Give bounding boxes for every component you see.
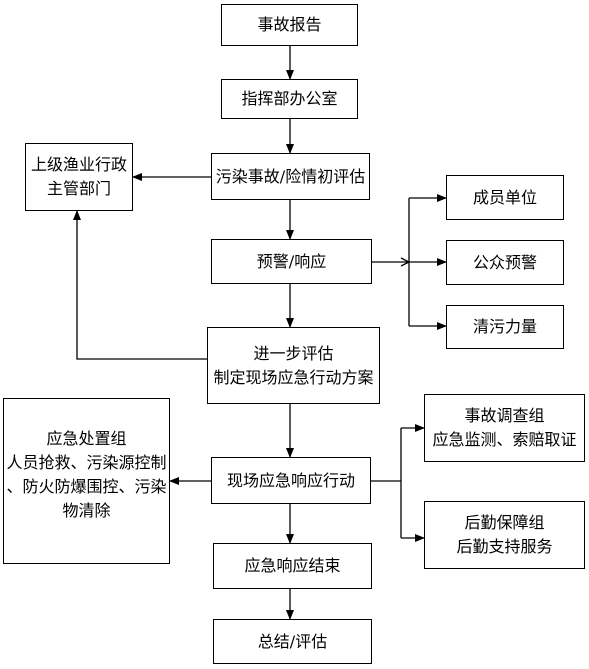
- box-superior-line2: 主管部门: [46, 179, 111, 198]
- box-logistics-line2: 后勤支持服务: [456, 537, 553, 556]
- box-public-warning: 公众预警: [446, 240, 564, 285]
- box-member-units: 成员单位: [446, 175, 564, 220]
- box-superior-line1: 上级渔业行政: [30, 155, 127, 174]
- box-initial-assessment: 污染事故/险情初评估: [211, 153, 370, 200]
- box-investigation-line1: 事故调查组: [464, 406, 545, 425]
- box-investigation-line2: 应急监测、索赔取证: [432, 430, 577, 449]
- box-response-end: 应急响应结束: [213, 543, 372, 589]
- box-command-office: 指挥部办公室: [221, 79, 358, 119]
- box-logistics-line1: 后勤保障组: [464, 513, 545, 532]
- box-onsite-action: 现场应急响应行动: [211, 457, 371, 504]
- box-accident-report: 事故报告: [221, 4, 358, 46]
- box-command-office-text: 指挥部办公室: [241, 89, 338, 108]
- box-summary-text: 总结/评估: [257, 631, 328, 651]
- box-further-assessment-line2: 制定现场应急行动方案: [213, 367, 374, 387]
- box-disposal-line1: 应急处置组: [46, 429, 127, 448]
- box-response-end-text: 应急响应结束: [244, 556, 341, 575]
- box-public-warning-text: 公众预警: [472, 252, 537, 272]
- box-warning-response-text: 预警/响应: [256, 251, 327, 271]
- box-further-assessment: 进一步评估 制定现场应急行动方案: [207, 327, 380, 404]
- box-further-assessment-line1: 进一步评估: [253, 343, 334, 363]
- box-cleanup-force-text: 清污力量: [472, 317, 537, 336]
- box-accident-report-text: 事故报告: [257, 15, 322, 34]
- box-initial-assessment-text: 污染事故/险情初评估: [215, 166, 366, 186]
- box-cleanup-force: 清污力量: [446, 305, 564, 349]
- box-superior-department: 上级渔业行政 主管部门: [25, 143, 133, 211]
- box-investigation-group: 事故调查组 应急监测、索赔取证: [424, 394, 585, 462]
- box-disposal-line4: 物清除: [62, 501, 111, 520]
- box-onsite-action-text: 现场应急响应行动: [226, 470, 355, 490]
- box-disposal-group: 应急处置组 人员抢救、污染源控制 、防火防爆围控、污染 物清除: [3, 398, 170, 564]
- box-disposal-line2: 人员抢救、污染源控制: [6, 453, 167, 472]
- box-summary: 总结/评估: [213, 619, 372, 664]
- box-member-units-text: 成员单位: [472, 187, 537, 207]
- box-disposal-line3: 、防火防爆围控、污染: [6, 477, 167, 496]
- box-warning-response: 预警/响应: [211, 239, 372, 284]
- box-logistics-group: 后勤保障组 后勤支持服务: [424, 501, 585, 569]
- arrow-further-superior: [73, 210, 207, 360]
